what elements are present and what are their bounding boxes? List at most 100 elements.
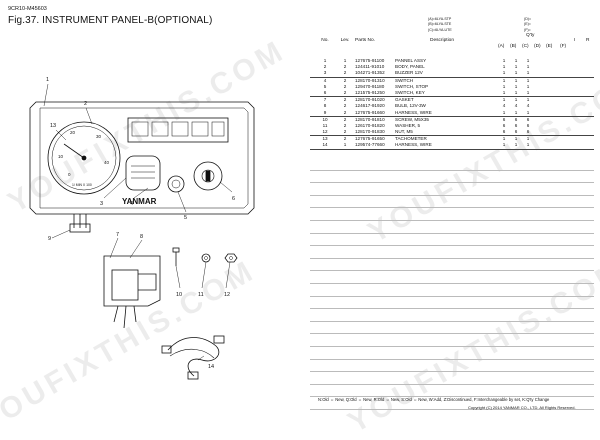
col-model-d: (D) bbox=[534, 44, 541, 49]
key-switch bbox=[193, 161, 223, 191]
panel-body bbox=[29, 101, 255, 215]
connector-14 bbox=[187, 371, 199, 380]
callout-11: 11 bbox=[198, 292, 204, 298]
model-line: (C)=6LYA-UTE bbox=[428, 27, 452, 32]
warning-lamp-block bbox=[127, 117, 229, 143]
harness-9 bbox=[73, 214, 87, 228]
warning-lamp bbox=[151, 121, 169, 137]
tachometer bbox=[47, 121, 121, 195]
blank-row bbox=[310, 297, 594, 310]
washer-11 bbox=[201, 253, 211, 263]
tachometer-bezel bbox=[51, 125, 117, 191]
gauge-tick: 20 bbox=[70, 130, 76, 135]
callout-7: 7 bbox=[116, 232, 119, 238]
warning-lamp bbox=[171, 121, 189, 137]
blank-row bbox=[310, 196, 594, 209]
relay-mount bbox=[138, 273, 157, 291]
table-header: No. Lev. Parts No. Description Q'ty I R … bbox=[310, 33, 594, 58]
blank-row bbox=[310, 171, 594, 184]
callout-12: 12 bbox=[224, 292, 230, 298]
gauge-tick: 40 bbox=[104, 160, 110, 165]
key-switch-slot bbox=[205, 170, 211, 182]
col-description: Description bbox=[430, 38, 454, 43]
warning-lamp bbox=[131, 121, 149, 137]
connector-9 bbox=[69, 223, 91, 233]
model-code: (F)= bbox=[524, 27, 531, 32]
warning-lamp bbox=[211, 121, 225, 137]
connector-14 bbox=[213, 335, 225, 344]
panel-inner-edge bbox=[39, 107, 249, 209]
key-switch-barrel bbox=[201, 169, 215, 183]
blank-row bbox=[310, 284, 594, 297]
blank-table-rows bbox=[310, 158, 594, 410]
callout-1: 1 bbox=[46, 77, 49, 83]
col-model-e: (E) bbox=[546, 44, 553, 49]
col-model-b: (B) bbox=[510, 44, 517, 49]
blank-row bbox=[310, 234, 594, 247]
change-code-legend: N:Old ⇔ New, Q:Old ⇔ New, R:Old ⇔ New, S… bbox=[318, 397, 550, 402]
gauge-unit: 1/ MIN X 100 bbox=[72, 183, 92, 187]
callout-5: 5 bbox=[184, 215, 187, 221]
gauge-tick: 10 bbox=[58, 154, 64, 159]
blank-row bbox=[310, 271, 594, 284]
blank-row bbox=[310, 183, 594, 196]
col-model-f: (F) bbox=[560, 44, 567, 49]
callout-13: 13 bbox=[50, 123, 56, 129]
warning-lamp bbox=[191, 121, 209, 137]
gauge-tick: 30 bbox=[96, 134, 102, 139]
col-model-a: (A) bbox=[498, 44, 505, 49]
blank-row bbox=[310, 322, 594, 335]
callout-8: 8 bbox=[140, 234, 143, 240]
blank-row bbox=[310, 385, 594, 398]
blank-row bbox=[310, 347, 594, 360]
exploded-diagram: YANMAR 0 10 20 30 40 1/ MIN X 100 1 2 3 … bbox=[29, 77, 255, 380]
col-no: No. bbox=[321, 38, 329, 43]
col-model-c: (C) bbox=[522, 44, 529, 49]
callout-10: 10 bbox=[176, 292, 182, 298]
callout-4: 4 bbox=[130, 201, 133, 207]
stop-switch-button bbox=[171, 179, 181, 189]
harness-14 bbox=[167, 337, 220, 377]
nut-12 bbox=[224, 253, 238, 263]
blank-row bbox=[310, 259, 594, 272]
model-code: (D)= bbox=[524, 17, 532, 21]
blank-row bbox=[310, 221, 594, 234]
relay-lead bbox=[133, 305, 137, 323]
callout-6: 6 bbox=[232, 196, 235, 202]
col-remark-r: R bbox=[586, 38, 590, 43]
col-lev: Lev. bbox=[340, 38, 350, 43]
tachometer-needle bbox=[63, 143, 85, 159]
blank-row bbox=[310, 360, 594, 373]
blank-row bbox=[310, 246, 594, 259]
document-code: 9CR10-M45603 bbox=[8, 6, 47, 12]
relay-bracket bbox=[103, 255, 161, 307]
model-line: (A)=6LYA-STP bbox=[428, 17, 452, 21]
blank-row bbox=[310, 309, 594, 322]
blank-row bbox=[310, 372, 594, 385]
copyright: Copyright (C) 2014 YANMAR CO., LTD. All … bbox=[468, 405, 576, 410]
relay-body bbox=[111, 269, 139, 301]
screw-10 bbox=[172, 247, 180, 253]
blank-row bbox=[310, 208, 594, 221]
blank-row bbox=[310, 334, 594, 347]
blank-row bbox=[310, 397, 594, 410]
gauge-tick: 0 bbox=[68, 172, 71, 177]
col-remark-i: I bbox=[574, 38, 576, 43]
model-code: (E)= bbox=[524, 22, 531, 27]
callout-14: 14 bbox=[208, 364, 214, 370]
callout-9: 9 bbox=[48, 236, 51, 242]
stop-switch bbox=[167, 175, 185, 193]
col-part-no: Parts No. bbox=[355, 38, 375, 43]
